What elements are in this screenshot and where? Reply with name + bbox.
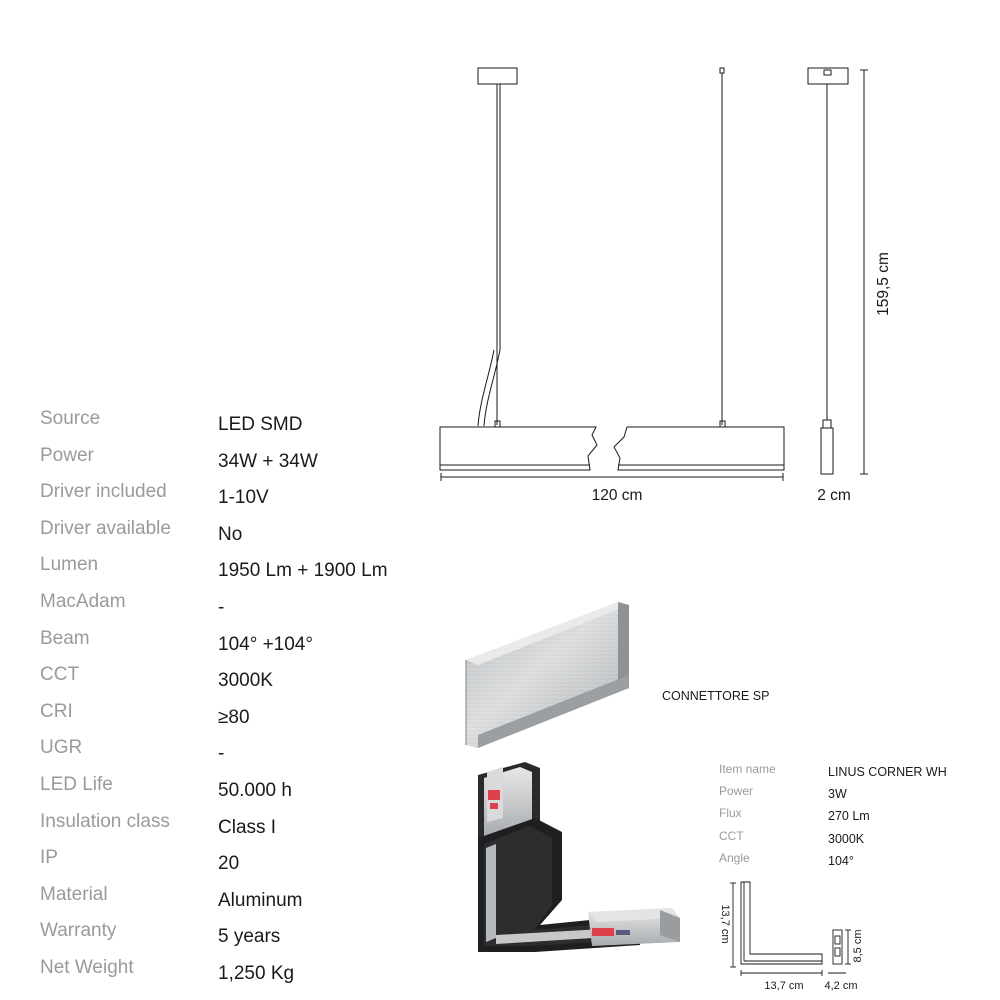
spec-label: LED Life: [40, 773, 113, 795]
spec-label: Driver available: [40, 517, 171, 539]
spec-label: Net Weight: [40, 956, 134, 978]
corner-spec-label: CCT: [719, 828, 744, 843]
canopy-hook: [823, 69, 832, 76]
spec-value: 1950 Lm + 1900 Lm: [218, 560, 388, 582]
lamp-body-right: [613, 426, 785, 471]
spec-label: CRI: [40, 700, 73, 722]
connector-illustration: [465, 602, 629, 748]
side-clamp: [822, 419, 832, 429]
spec-label: UGR: [40, 737, 83, 759]
corner-height-label: 13,7 cm: [719, 904, 731, 943]
spec-label: Material: [40, 883, 108, 905]
ceiling-canopy-side: [807, 67, 849, 85]
side-view-drawing: [807, 67, 868, 475]
spec-value: Class I: [218, 816, 277, 838]
spec-value: LED SMD: [218, 414, 303, 435]
spec-label: Beam: [40, 627, 90, 649]
corner-illustration: [478, 762, 680, 952]
corner-spec-label: Flux: [719, 806, 742, 821]
spec-label: Lumen: [40, 554, 99, 576]
power-cable-bend: [483, 349, 501, 427]
lamp-body-left: [439, 426, 598, 471]
ceiling-hook-right: [719, 67, 725, 74]
cable-clamp-left: [494, 420, 501, 428]
corner-spec-label: Item name: [719, 762, 776, 776]
spec-label: Insulation class: [40, 810, 170, 832]
corner-dimension-drawing: [730, 881, 851, 976]
spec-value: 1-10V: [218, 487, 269, 509]
corner-spec-value: 270 Lm: [828, 809, 870, 824]
spec-label: Driver included: [40, 481, 167, 503]
spec-label: CCT: [40, 664, 80, 686]
corner-spec-value: 104°: [828, 853, 854, 868]
power-cable-bend-outer: [477, 349, 495, 427]
spec-value: 3000K: [218, 670, 273, 692]
lamp-body-side: [820, 427, 834, 475]
corner-cross-section: [832, 929, 843, 965]
corner-depth-label: 4,2 cm: [824, 980, 857, 992]
spec-value: -: [218, 596, 225, 618]
spec-label: IP: [40, 847, 58, 869]
spec-value: 20: [218, 853, 240, 875]
spec-value: No: [218, 523, 243, 545]
spec-label: MacAdam: [40, 590, 126, 612]
spec-value: 104° +104°: [218, 633, 313, 655]
corner-spec-label: Power: [719, 784, 754, 799]
corner-profile-label: 8,5 cm: [852, 929, 864, 962]
cross-section-detail: [834, 947, 841, 957]
spec-value: -: [218, 743, 225, 765]
spec-label: Warranty: [40, 920, 117, 942]
spec-value: 5 years: [218, 926, 281, 948]
spec-value: 1,250 Kg: [218, 962, 295, 984]
connector-name-label: CONNETTORE SP: [662, 689, 770, 703]
corner-spec-value: LINUS CORNER WH: [828, 765, 947, 779]
corner-spec-value: 3W: [828, 787, 847, 802]
spec-value: Aluminum: [218, 889, 303, 911]
corner-width-label: 13,7 cm: [764, 980, 803, 992]
spec-value: ≥80: [218, 706, 250, 728]
front-view-drawing: [439, 67, 785, 481]
ceiling-canopy-left: [477, 67, 518, 85]
depth-dimension-label: 2 cm: [817, 487, 851, 504]
cross-section-detail: [834, 935, 841, 945]
spec-value: 50.000 h: [218, 779, 292, 801]
height-dimension-label: 159,5 cm: [875, 252, 892, 316]
corner-spec-label: Angle: [719, 850, 750, 865]
spec-value: 34W + 34W: [218, 450, 318, 472]
corner-profile-outline: [740, 881, 823, 965]
corner-spec-value: 3000K: [828, 831, 865, 846]
spec-label: Source: [40, 408, 101, 429]
length-dimension-label: 120 cm: [592, 487, 643, 504]
cable-clamp-right: [719, 420, 726, 428]
spec-label: Power: [40, 444, 94, 466]
